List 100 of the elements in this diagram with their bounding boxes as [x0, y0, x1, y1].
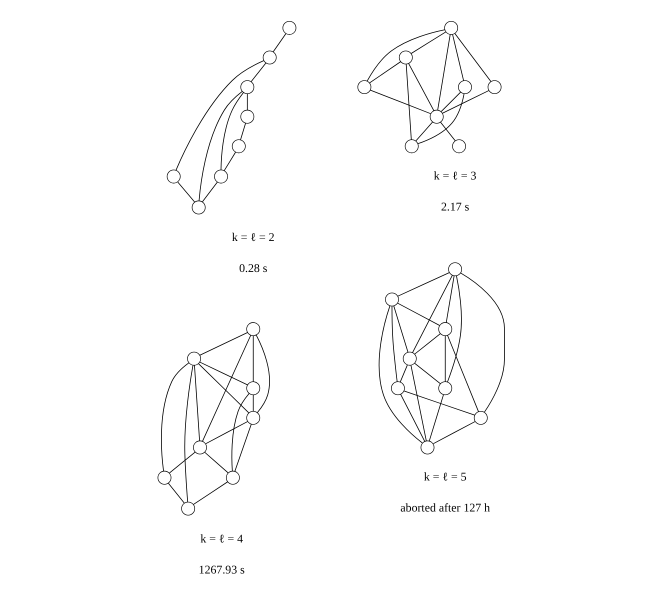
- node-circle: [192, 200, 206, 214]
- connector: [168, 482, 185, 504]
- connector: [204, 452, 229, 474]
- connector: [246, 93, 248, 110]
- node-circle: [404, 139, 419, 154]
- connector: [202, 335, 252, 442]
- node-circle: [402, 352, 417, 366]
- connector: [234, 424, 252, 472]
- node-circle: [444, 21, 458, 35]
- connector: [440, 122, 456, 142]
- connector: [408, 63, 434, 112]
- node-circle: [282, 21, 296, 35]
- connector: [240, 122, 246, 140]
- connector: [400, 394, 426, 442]
- connector: [184, 364, 194, 502]
- node-circle: [420, 440, 434, 454]
- node-circle: [232, 139, 246, 154]
- node-circle: [187, 352, 201, 366]
- node-circle: [226, 470, 240, 485]
- node-circle: [246, 322, 260, 336]
- connector: [397, 302, 440, 326]
- connector: [404, 390, 476, 416]
- connector: [440, 92, 461, 112]
- connector: [378, 306, 423, 444]
- label: k = ℓ = 5: [424, 470, 467, 484]
- connector: [194, 364, 200, 442]
- connector: [410, 32, 446, 54]
- connector: [369, 61, 401, 84]
- node-circle: [158, 470, 172, 485]
- connector: [161, 362, 190, 472]
- connector: [199, 332, 248, 356]
- node-circle: [458, 80, 472, 94]
- connector: [454, 33, 492, 82]
- connector: [437, 34, 451, 110]
- connector: [168, 452, 196, 474]
- connector: [224, 152, 236, 171]
- connector: [412, 275, 453, 353]
- label: 2.17 s: [440, 199, 470, 214]
- node-circle: [181, 502, 196, 516]
- label: 0.28 s: [239, 261, 268, 276]
- node-circle: [430, 110, 444, 124]
- connector: [256, 334, 270, 414]
- node-circle: [398, 50, 413, 64]
- label: aborted after 127 h: [400, 500, 490, 514]
- connector: [199, 362, 248, 386]
- connector: [272, 33, 286, 52]
- label: k = ℓ = 2: [232, 230, 275, 244]
- node-circle: [438, 322, 452, 336]
- node-circle: [385, 292, 399, 306]
- node-circle: [474, 410, 488, 425]
- connector: [202, 182, 218, 202]
- connector: [366, 29, 446, 82]
- connector: [444, 335, 446, 382]
- connector: [414, 362, 441, 384]
- connector: [250, 62, 266, 82]
- connector: [205, 421, 248, 444]
- connector: [231, 393, 250, 472]
- node-circle: [262, 50, 277, 64]
- connector: [198, 91, 243, 202]
- node-circle: [246, 381, 260, 396]
- connector: [177, 182, 196, 202]
- connector: [442, 90, 490, 114]
- connector: [392, 306, 398, 382]
- connector: [220, 92, 244, 170]
- connector: [370, 90, 432, 114]
- node-circle: [246, 410, 260, 425]
- connector: [397, 272, 450, 297]
- node-circle: [166, 170, 181, 184]
- connector: [252, 335, 254, 382]
- connector: [198, 363, 250, 414]
- connector: [447, 335, 479, 412]
- connector: [460, 272, 505, 412]
- node-circle: [438, 381, 452, 396]
- connector: [452, 34, 464, 81]
- connector: [193, 481, 228, 505]
- node-circle: [488, 80, 502, 94]
- connector: [414, 333, 441, 355]
- node-circle: [357, 80, 372, 94]
- label: k = ℓ = 3: [434, 168, 476, 182]
- node-circle: [240, 80, 254, 94]
- node-circle: [448, 262, 462, 276]
- connector: [418, 93, 464, 144]
- connector: [428, 394, 444, 442]
- node-circle: [452, 139, 466, 154]
- label: 1267.93 s: [198, 562, 245, 576]
- connector: [432, 421, 476, 444]
- connector: [410, 364, 427, 442]
- connector: [406, 64, 412, 140]
- connector: [447, 275, 462, 382]
- connector: [446, 276, 454, 323]
- connector: [415, 122, 433, 142]
- node-circle: [214, 170, 228, 184]
- node-circle: [391, 381, 405, 396]
- node-circle: [193, 440, 207, 454]
- label: k = ℓ = 4: [200, 531, 244, 546]
- connector: [400, 364, 408, 382]
- connector: [393, 306, 408, 353]
- node-circle: [240, 110, 254, 124]
- connector: [252, 394, 254, 412]
- connector: [176, 60, 264, 171]
